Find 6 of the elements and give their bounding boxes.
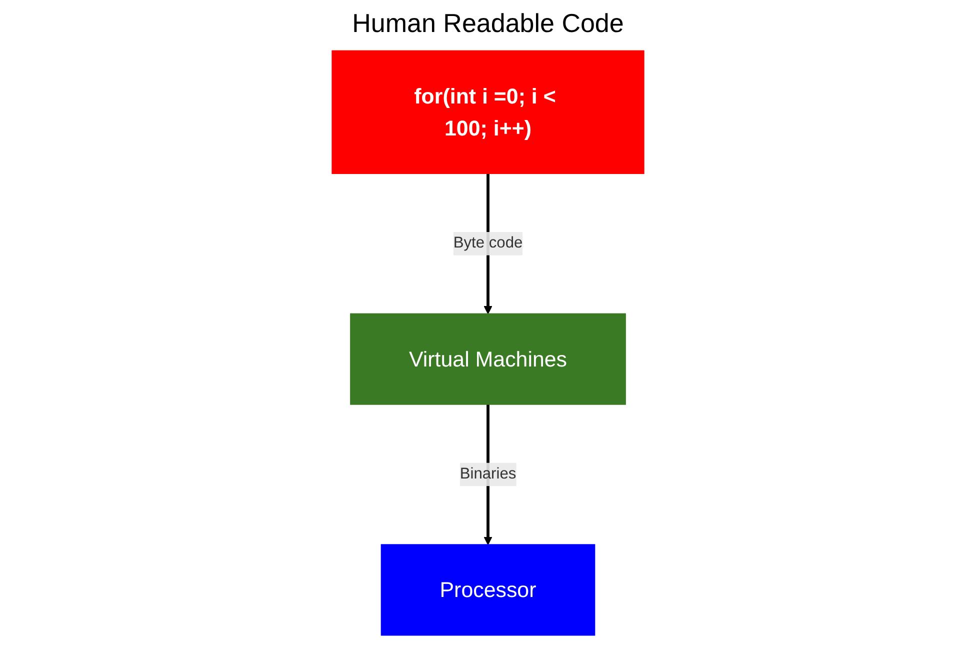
node-box: Virtual Machines [350,313,626,405]
edge-label: Binaries [460,466,516,482]
node-box: for(int i =0; i < 100; i++) [332,50,644,174]
node-box: Processor [380,544,596,636]
diagram-title: Human Readable Code [351,8,625,39]
edge-label: Byte code [453,234,523,252]
